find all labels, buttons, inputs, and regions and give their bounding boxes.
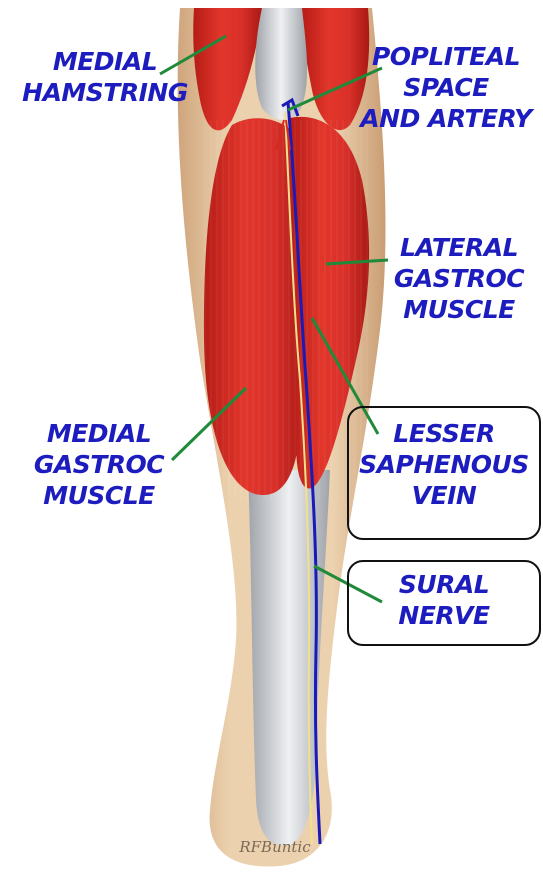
label-line: GASTROC — [384, 263, 534, 294]
label-line: NERVE — [349, 600, 539, 631]
label-line: SPACE — [356, 72, 536, 103]
artist-signature: RFBuntic — [230, 838, 320, 856]
label-line: SAPHENOUS — [349, 449, 539, 480]
label-line: GASTROC — [24, 449, 174, 480]
label-medial-hamstring: MEDIAL HAMSTRING — [10, 46, 200, 108]
label-line: POPLITEAL — [356, 41, 536, 72]
label-lesser-saphenous-vein: LESSER SAPHENOUS VEIN — [349, 418, 539, 511]
label-line: MEDIAL — [10, 46, 200, 77]
label-line: SURAL — [349, 569, 539, 600]
label-medial-gastroc: MEDIAL GASTROC MUSCLE — [24, 418, 174, 511]
label-line: VEIN — [349, 480, 539, 511]
label-line: MUSCLE — [24, 480, 174, 511]
label-lateral-gastroc: LATERAL GASTROC MUSCLE — [384, 232, 534, 325]
label-line: MEDIAL — [24, 418, 174, 449]
label-line: LATERAL — [384, 232, 534, 263]
label-popliteal-space-artery: POPLITEAL SPACE AND ARTERY — [356, 41, 536, 134]
label-line: MUSCLE — [384, 294, 534, 325]
label-line: AND ARTERY — [356, 103, 536, 134]
label-line: LESSER — [349, 418, 539, 449]
label-line: HAMSTRING — [10, 77, 200, 108]
popliteal-fossa — [255, 8, 307, 120]
label-sural-nerve: SURAL NERVE — [349, 569, 539, 631]
